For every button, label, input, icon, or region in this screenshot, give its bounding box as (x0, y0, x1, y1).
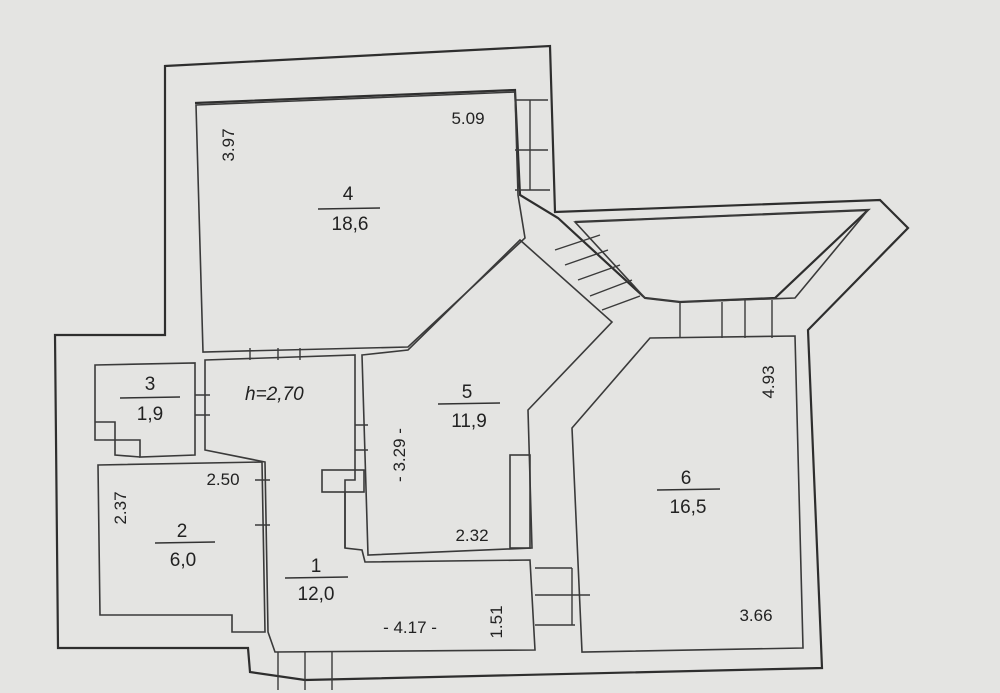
hall-cabinet (321, 469, 365, 493)
room-4-outline (195, 91, 526, 353)
dim-room6-width: 3.66 (739, 606, 772, 625)
balcony-outline (573, 209, 870, 303)
door-room-6 (535, 567, 590, 626)
openings (195, 99, 773, 690)
fraction-line-2 (154, 541, 216, 544)
area-fraction-lines (119, 207, 721, 579)
dim-room6-height: 4.93 (759, 365, 778, 398)
room-2-area: 6,0 (170, 550, 196, 571)
door-room-4 (249, 348, 301, 360)
dim-room5-height: - 3.29 - (390, 428, 409, 482)
dim-room1-width: - 4.17 - (383, 618, 437, 637)
fraction-line-6 (656, 488, 721, 491)
fraction-line-1 (284, 576, 349, 579)
fraction-line-5 (437, 402, 501, 405)
room-2-number: 2 (177, 521, 188, 542)
dim-room2-width: 2.50 (206, 470, 239, 489)
ceiling-height: h=2,70 (245, 384, 304, 405)
dim-room1-small: 1.51 (487, 605, 506, 638)
room-6-outline (571, 335, 804, 653)
room-3-area: 1,9 (137, 404, 163, 425)
window-balcony-2 (679, 300, 773, 338)
room-4-area: 18,6 (332, 214, 369, 235)
dim-room2-height: 2.37 (111, 491, 130, 524)
room-1-outline (204, 354, 536, 653)
room-2-outline (97, 461, 266, 633)
room-5-recess (509, 454, 531, 549)
room-3-niche (95, 421, 141, 458)
room-3-number: 3 (145, 374, 156, 395)
door-room-3 (195, 394, 210, 416)
door-room-5 (355, 424, 368, 451)
outer-wall-outline (53, 44, 910, 682)
window-balcony-1 (554, 234, 641, 311)
entrance-door (277, 652, 333, 690)
fraction-line-3 (119, 396, 181, 399)
room-5-area: 11,9 (451, 411, 487, 432)
fraction-line-4 (317, 207, 381, 210)
room-5-outline (361, 238, 614, 556)
room-1-number: 1 (311, 556, 322, 577)
window-room-4 (515, 99, 550, 191)
door-room-2 (255, 479, 270, 526)
dim-room4-width: 5.09 (451, 109, 484, 128)
room-6-area: 16,5 (670, 497, 707, 518)
room-5-number: 5 (462, 382, 473, 403)
dim-room5-width: 2.32 (455, 526, 488, 545)
dim-room4-height: 3.97 (219, 128, 238, 161)
room-4-number: 4 (343, 184, 354, 205)
room-1-area: 12,0 (298, 584, 335, 605)
inner-wall-outline (194, 88, 871, 304)
room-6-number: 6 (681, 468, 692, 489)
